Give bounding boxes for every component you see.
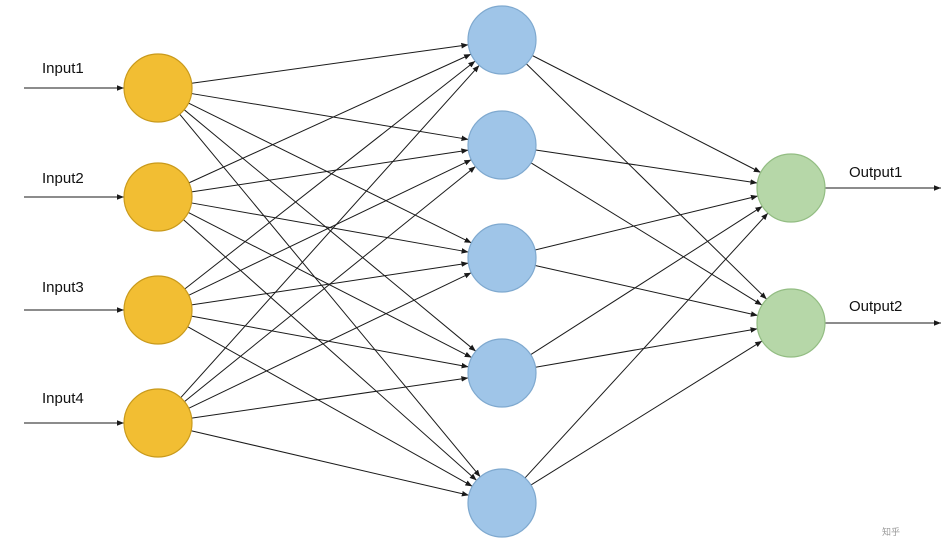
io-arrows (24, 85, 941, 426)
edge-hidden3-output1 (534, 194, 759, 251)
edge-hidden3-output2 (535, 264, 758, 317)
edge-input3-hidden2 (188, 159, 472, 296)
edge-input2-hidden4 (188, 212, 472, 358)
input-label-4: Input4 (42, 390, 84, 407)
edge-hidden4-output2 (535, 327, 758, 368)
edge-input3-hidden4 (191, 315, 469, 369)
nodes (123, 5, 826, 538)
output-label-2: Output2 (849, 298, 902, 315)
output-node-1 (756, 153, 826, 223)
edge-input4-hidden4 (191, 376, 469, 419)
input-label-1: Input1 (42, 60, 84, 77)
input-node-4 (123, 388, 193, 458)
hidden-node-4 (467, 338, 537, 408)
edge-input4-hidden5 (191, 430, 469, 497)
input-label-3: Input3 (42, 279, 84, 296)
input-node-2 (123, 162, 193, 232)
edge-input1-hidden4 (183, 109, 477, 352)
edge-input1-hidden2 (191, 93, 469, 142)
edge-input1-hidden1 (191, 42, 469, 84)
edge-input1-hidden5 (179, 113, 481, 478)
input-node-1 (123, 53, 193, 123)
edge-hidden4-output1 (530, 205, 763, 356)
edge-input2-hidden5 (183, 219, 477, 481)
edge-hidden5-output2 (530, 340, 763, 486)
edge-hidden5-output1 (524, 212, 769, 479)
hidden-node-3 (467, 223, 537, 293)
output-layer: Output1 Output2 (849, 164, 902, 315)
edge-input4-hidden1 (180, 64, 480, 399)
output-node-2 (756, 288, 826, 358)
watermark-text: 知乎 (882, 526, 900, 538)
edge-input1-hidden3 (188, 102, 472, 244)
hidden-node-2 (467, 110, 537, 180)
connection-edges (179, 42, 769, 497)
edge-input2-hidden2 (191, 148, 469, 193)
edge-hidden1-output2 (525, 63, 768, 300)
hidden-node-5 (467, 468, 537, 538)
edge-input2-hidden1 (188, 53, 472, 184)
edge-input4-hidden2 (184, 165, 476, 403)
edge-hidden2-output1 (535, 149, 758, 185)
hidden-node-1 (467, 5, 537, 75)
input-layer: Input1 Input2 Input3 Input4 (42, 60, 84, 407)
edge-hidden1-output1 (532, 55, 761, 173)
output-label-1: Output1 (849, 164, 902, 181)
input-label-2: Input2 (42, 170, 84, 187)
edge-input3-hidden5 (187, 326, 473, 487)
input-node-3 (123, 275, 193, 345)
edge-input3-hidden1 (184, 60, 476, 290)
edge-input4-hidden3 (188, 272, 472, 409)
edge-hidden2-output2 (530, 162, 763, 306)
